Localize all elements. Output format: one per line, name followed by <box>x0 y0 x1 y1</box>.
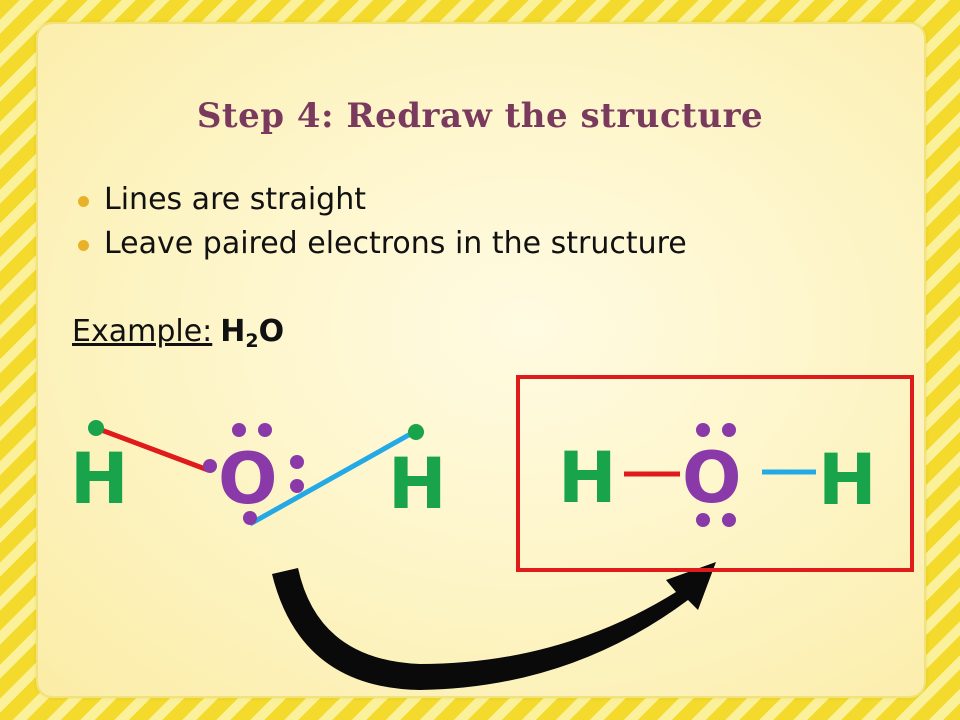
left-h-atom-right: H <box>388 443 447 525</box>
left-o-atom: O <box>218 438 278 520</box>
o-electron-dot <box>290 479 304 493</box>
bullet-text: Leave paired electrons in the structure <box>104 226 687 261</box>
o-electron-dot <box>696 423 710 437</box>
blue-bond-line <box>248 429 416 527</box>
arrow-body <box>272 562 716 690</box>
right-o-atom: O <box>682 437 742 519</box>
slide-panel <box>38 24 924 696</box>
h-electron-dot <box>408 424 424 440</box>
o-electron-dot <box>696 513 710 527</box>
result-box <box>516 375 914 572</box>
o-electron-dot <box>258 423 272 437</box>
o-electron-dot <box>203 459 217 473</box>
right-h-atom: H <box>558 437 617 519</box>
slide-title: Step 4: Redraw the structure <box>196 96 764 136</box>
red-bond-line <box>95 425 209 473</box>
example-label: Example: <box>72 314 213 349</box>
o-electron-dot <box>243 511 257 525</box>
example-formula: H2O <box>220 314 285 352</box>
o-electron-dot <box>722 513 736 527</box>
formula-h: H <box>220 314 246 349</box>
bullet-text: Lines are straight <box>104 182 367 217</box>
formula-subscript: 2 <box>245 330 259 352</box>
bullet-dot-icon <box>78 196 89 207</box>
o-electron-dot <box>722 423 736 437</box>
o-electron-dot <box>290 455 304 469</box>
bullet-item: Leave paired electrons in the structure <box>78 222 687 266</box>
h-electron-dot <box>88 420 104 436</box>
right-lewis-structure: H O H <box>516 375 914 572</box>
bullet-dot-icon <box>78 240 89 251</box>
left-h-atom: H <box>70 438 129 520</box>
bullet-list: Lines are straight Leave paired electron… <box>78 178 687 266</box>
example-line: Example:H2O <box>72 314 284 352</box>
left-lewis-structure: H O H <box>70 420 447 527</box>
right-h-atom-right: H <box>818 439 877 521</box>
curved-arrow-icon <box>272 562 716 690</box>
o-electron-dot <box>232 423 246 437</box>
formula-o: O <box>258 314 285 349</box>
bullet-item: Lines are straight <box>78 178 687 222</box>
